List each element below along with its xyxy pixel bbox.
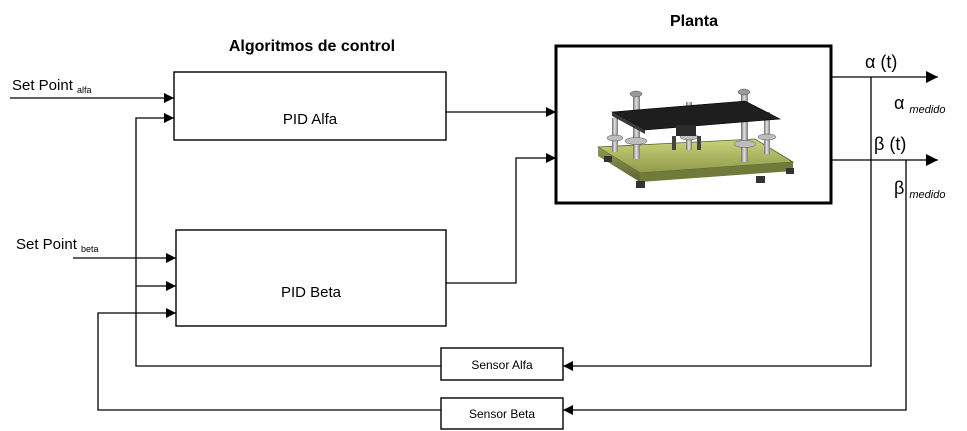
pid-beta-block: PID Beta <box>175 229 447 327</box>
plant-block <box>554 44 833 205</box>
beta-measured-label: β medido <box>894 178 945 201</box>
alpha-measured-label: α medido <box>894 93 946 116</box>
alfa-feedback-to-sensor <box>563 77 872 371</box>
pid-alfa-block: PID Alfa <box>173 71 447 141</box>
alpha-output-label: α (t) <box>865 52 897 72</box>
sensor-alfa-block: Sensor Alfa <box>440 347 564 381</box>
beta-output-label: β (t) <box>874 134 906 154</box>
sensor-beta-feedback-to-pid-beta <box>97 308 441 411</box>
setpoint-alfa-label: Set Point alfa <box>12 77 92 95</box>
plant-platform-image <box>596 88 795 188</box>
pid-beta-to-plant-arrow <box>446 153 556 284</box>
beta-feedback-to-sensor <box>563 160 907 415</box>
pid-beta-label: PID Beta <box>281 284 342 301</box>
sensor-alfa-feedback-to-pid-alfa <box>135 113 441 367</box>
plant-title: Planta <box>670 13 718 30</box>
control-algorithms-title: Algoritmos de control <box>229 38 395 55</box>
sensor-beta-label: Sensor Beta <box>469 407 535 421</box>
sensor-alfa-label: Sensor Alfa <box>471 358 533 372</box>
setpoint-beta-label: Set Point beta <box>16 236 99 254</box>
sensor-beta-block: Sensor Beta <box>440 397 564 430</box>
pid-alfa-label: PID Alfa <box>283 111 338 128</box>
